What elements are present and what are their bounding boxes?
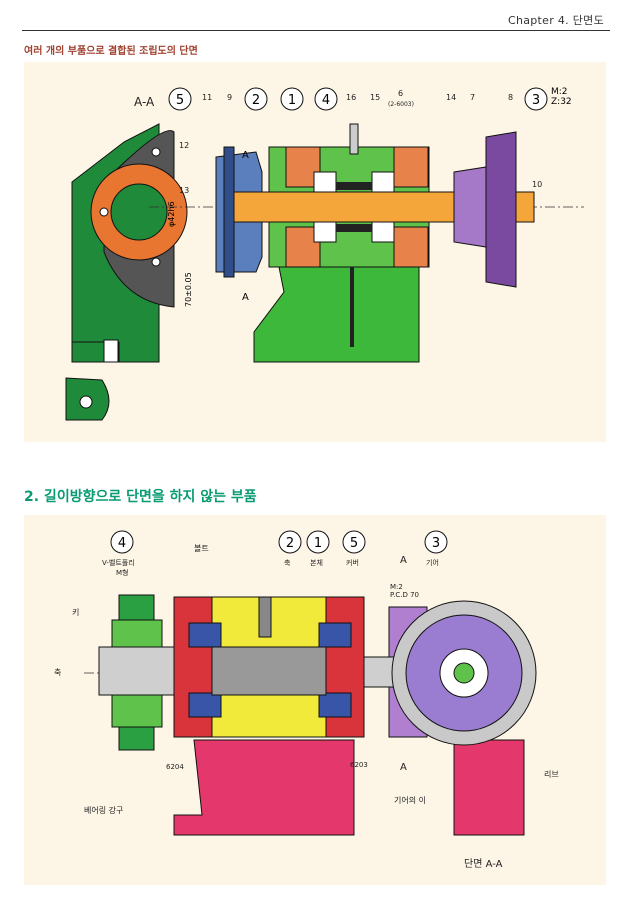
gear-tooth-label: 기어의 이 xyxy=(394,795,426,805)
section-heading: 2. 길이방향으로 단면을 하지 않는 부품 xyxy=(24,489,257,505)
balloon-group: 5 2 1 4 3 xyxy=(168,87,548,111)
part-number: 15 xyxy=(370,93,380,102)
balloon-group-2: 4 2 1 5 3 xyxy=(110,530,448,554)
figure1-panel: A-A xyxy=(24,62,606,442)
shaft-left-label: 축 xyxy=(54,668,61,677)
cover-label: 커버 xyxy=(346,558,359,567)
bearing-right-label: 6203 xyxy=(350,761,368,769)
balloon-label: 2 xyxy=(286,536,294,551)
labels: V-벨트풀리 M형 볼트 축 본체 커버 기어 키 축 6204 6203 기어… xyxy=(54,543,559,870)
balloon: 2 xyxy=(244,87,268,111)
cut-mark: A xyxy=(400,555,407,566)
rib-label: 리브 xyxy=(544,770,559,779)
gear-pcd: P.C.D 70 xyxy=(390,591,419,599)
part-number: 11 xyxy=(202,93,212,102)
part-number: 10 xyxy=(532,180,542,189)
base xyxy=(173,739,525,836)
balloon: 5 xyxy=(168,87,192,111)
balloon-label: 3 xyxy=(432,536,440,551)
balloon-label: 5 xyxy=(176,93,184,108)
section-label-2: 단면 A-A xyxy=(464,858,503,870)
part-number: 7 xyxy=(470,93,475,102)
bearing-left-label: 6204 xyxy=(166,763,184,771)
shaft-label: 축 xyxy=(284,558,291,567)
chapter-title: Chapter 4. 단면도 xyxy=(507,14,604,27)
section-label: A-A xyxy=(134,95,155,109)
part-number: 12 xyxy=(179,141,189,150)
key-label: 키 xyxy=(72,608,79,617)
gear-teeth: Z:32 xyxy=(551,97,572,107)
body-label: 본체 xyxy=(310,559,323,567)
balloon: 4 xyxy=(314,87,338,111)
bolt-label: 볼트 xyxy=(194,543,209,553)
gear-side-view xyxy=(391,600,537,746)
balloon-label: 4 xyxy=(322,93,330,108)
balloon: 1 xyxy=(280,87,304,111)
balloon-label: 3 xyxy=(532,93,540,108)
cut-mark: A xyxy=(400,762,407,773)
part-number: 9 xyxy=(227,93,232,102)
gear-module: M:2 xyxy=(551,87,568,97)
balloon-label: 4 xyxy=(118,536,126,551)
left-housing xyxy=(71,123,188,363)
balloon: 5 xyxy=(342,530,366,554)
gear-label: 기어 xyxy=(426,558,439,567)
assembly-drawing-2: 4 2 1 5 3 V-벨트풀리 M형 볼트 축 본체 커버 기어 키 축 62… xyxy=(54,530,559,870)
gear-module-2: M:2 xyxy=(390,583,403,591)
housing xyxy=(173,596,365,738)
ball-label: 베어링 강구 xyxy=(84,805,123,815)
pulley-label: V-벨트풀리 xyxy=(102,558,135,567)
balloon-label: 5 xyxy=(350,536,358,551)
cut-mark: A xyxy=(242,292,249,303)
bearing-note: (2-6003) xyxy=(388,101,414,108)
balloon: 2 xyxy=(278,530,302,554)
figure1-caption: 여러 개의 부품으로 결합된 조립도의 단면 xyxy=(24,46,198,57)
detail-view xyxy=(65,377,110,421)
part-number: 14 xyxy=(446,93,456,102)
figure2-panel: 4 2 1 5 3 V-벨트풀리 M형 볼트 축 본체 커버 기어 키 축 62… xyxy=(24,515,606,885)
main-body xyxy=(253,123,430,363)
balloon-label: 2 xyxy=(252,93,260,108)
height-dimension: 70±0.05 xyxy=(184,272,193,307)
assembly-section-drawing: A-A xyxy=(65,87,584,421)
gear xyxy=(453,131,517,288)
v-belt-pulley xyxy=(98,594,240,751)
cut-mark: A xyxy=(242,150,249,161)
balloon-label: 1 xyxy=(314,536,322,551)
balloon: 3 xyxy=(424,530,448,554)
part-number: 13 xyxy=(179,186,189,195)
balloon: 3 xyxy=(524,87,548,111)
diameter-dimension: φ42h6 xyxy=(167,201,176,227)
balloon-label: 1 xyxy=(288,93,296,108)
balloon: 1 xyxy=(306,530,330,554)
page-header: Chapter 4. 단면도 xyxy=(22,8,610,31)
balloon: 4 xyxy=(110,530,134,554)
part-number: 8 xyxy=(508,93,513,102)
part-number: 6 xyxy=(398,89,403,98)
pulley-type-label: M형 xyxy=(116,569,128,577)
part-number: 16 xyxy=(346,93,356,102)
part-numbers: 11 9 16 15 6 14 7 8 12 13 10 (2-6003) xyxy=(179,89,542,195)
